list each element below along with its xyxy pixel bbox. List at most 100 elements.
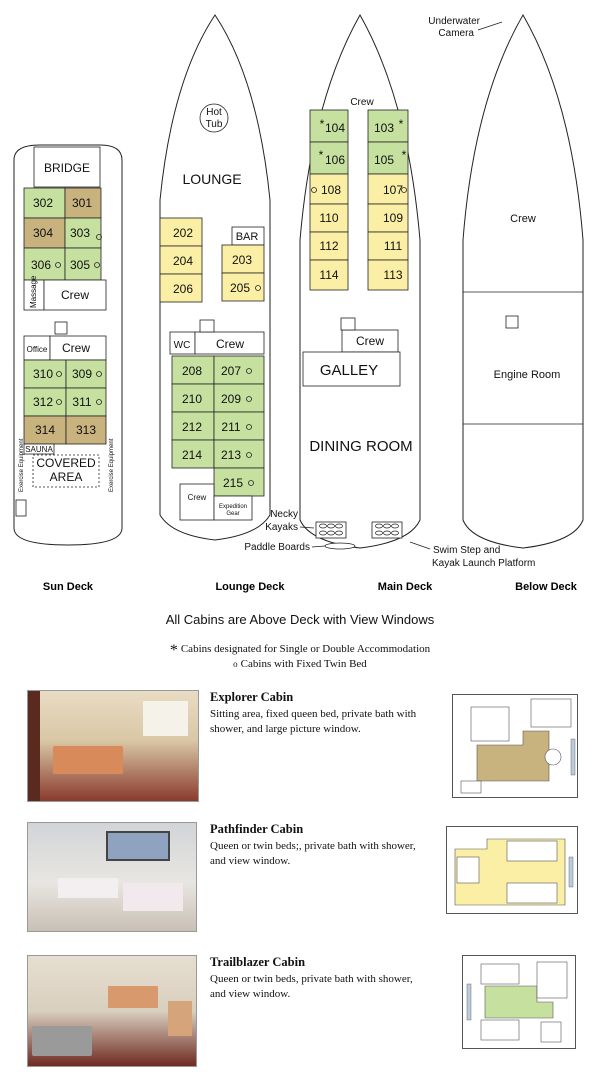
trailblazer-cabin-title: Trailblazer Cabin [210, 955, 306, 969]
explorer-cabin-title: Explorer Cabin [210, 690, 294, 704]
cabin-311: 311 [72, 395, 91, 409]
cabin-212: 212 [182, 420, 202, 434]
cabin-204: 204 [173, 254, 193, 268]
main-crew-label: Crew [356, 334, 384, 348]
expedition-gear-label-1: Expedition [219, 504, 247, 510]
cabin-304: 304 [33, 226, 53, 240]
cabin-206: 206 [173, 282, 193, 296]
legend-title: All Cabins are Above Deck with View Wind… [165, 612, 435, 627]
sun-crew-label-2: Crew [62, 341, 90, 355]
cabin-314: 314 [35, 423, 55, 437]
pathfinder-cabin-description: Queen or twin beds;, private bath with s… [210, 840, 416, 867]
massage-label: Massage [29, 275, 38, 308]
covered-area-label-2: AREA [50, 470, 83, 484]
main-deck-label: Main Deck [378, 581, 433, 593]
svg-text:*: * [402, 148, 407, 162]
cabin-215: 215 [223, 476, 243, 490]
cabin-108: 108 [321, 183, 341, 197]
covered-area-label-1: COVERED [36, 456, 96, 470]
galley-label: GALLEY [320, 362, 378, 379]
cabin-203: 203 [232, 253, 252, 267]
explorer-cabin-section: Explorer Cabin Sitting area, fixed queen… [0, 690, 600, 802]
lounge-deck-label: Lounge Deck [215, 581, 285, 593]
svg-text:*: * [399, 117, 404, 131]
cabin-208: 208 [182, 364, 202, 378]
lounge-crew-label-2: Crew [188, 493, 207, 502]
wc-label: WC [174, 340, 191, 351]
underwater-camera-label-2: Camera [438, 28, 474, 39]
engine-room-label: Engine Room [494, 369, 561, 381]
necky-kayaks-label-1: Necky [270, 509, 298, 520]
exercise-label-left: Exercise Equipment [19, 438, 25, 492]
pathfinder-cabin-photo [27, 822, 197, 932]
underwater-camera-label-1: Underwater [428, 16, 480, 27]
cabin-109: 109 [383, 211, 403, 225]
explorer-cabin-floorplan [452, 694, 578, 798]
deck-plan: BRIDGE 302 301 304 303 306 305 Crew Crew… [13, 13, 584, 593]
paddle-boards-label: Paddle Boards [244, 542, 310, 553]
cabin-306: 306 [31, 258, 51, 272]
cabin-107: 107 [383, 183, 403, 197]
below-deck-hull [462, 13, 584, 549]
explorer-cabin-description: Sitting area, fixed queen bed, private b… [210, 708, 417, 735]
cabin-213: 213 [221, 448, 241, 462]
cabin-310: 310 [33, 367, 53, 381]
cabin-302: 302 [33, 196, 53, 210]
dining-room-label: DINING ROOM [309, 438, 412, 455]
pathfinder-cabin-floorplan [446, 826, 578, 914]
lounge-deck-hull [159, 14, 271, 541]
pathfinder-cabin-title: Pathfinder Cabin [210, 822, 304, 836]
cabin-209: 209 [221, 392, 241, 406]
hot-tub-label-1: Hot [206, 107, 222, 118]
cabin-114: 114 [319, 268, 338, 282]
cabin-312: 312 [33, 395, 53, 409]
cabin-313: 313 [76, 423, 96, 437]
necky-kayaks-label-2: Kayaks [265, 522, 298, 533]
hot-tub-label-2: Tub [206, 119, 223, 130]
cabin-106: 106 [325, 153, 345, 167]
circle-icon: o [233, 659, 238, 669]
cabin-113: 113 [383, 268, 402, 282]
cabin-104: 104 [325, 121, 345, 135]
explorer-cabin-photo [27, 690, 199, 802]
swim-step-label-1: Swim Step and [433, 545, 500, 556]
cabin-211: 211 [221, 420, 240, 434]
trailblazer-cabin-photo [27, 955, 197, 1067]
svg-text:*: * [319, 148, 324, 162]
cabin-309: 309 [72, 367, 92, 381]
office-label: Office [27, 345, 48, 354]
bridge-room [33, 146, 101, 188]
hot-tub [199, 103, 229, 133]
cabin-202: 202 [173, 226, 193, 240]
legend-single-text: Cabins designated for Single or Double A… [180, 643, 431, 655]
expedition-gear-label-2: Gear [226, 511, 239, 517]
cabin-207: 207 [221, 364, 241, 378]
cabin-111: 111 [384, 239, 403, 253]
below-deck-label: Below Deck [515, 581, 578, 593]
cabin-210: 210 [182, 392, 202, 406]
cabin-103: 103 [374, 121, 394, 135]
asterisk-icon: * [169, 642, 178, 659]
lounge-crew-label: Crew [216, 337, 244, 351]
bar-label: BAR [236, 231, 259, 243]
cabin-110: 110 [319, 211, 338, 225]
sauna-label: SAUNA [25, 445, 53, 454]
below-crew-label: Crew [510, 213, 536, 225]
cabin-105: 105 [374, 153, 394, 167]
sun-deck-label: Sun Deck [43, 581, 94, 593]
cabin-305: 305 [70, 258, 90, 272]
trailblazer-cabin-floorplan [462, 955, 576, 1049]
legend-single: *Cabins designated for Single or Double … [0, 642, 600, 660]
swim-step-label-2: Kayak Launch Platform [432, 558, 535, 569]
bridge-label: BRIDGE [44, 161, 90, 175]
svg-text:*: * [320, 117, 325, 131]
sun-deck-hull [13, 144, 123, 546]
legend-twin-text: Cabins with Fixed Twin Bed [240, 658, 367, 670]
sun-crew-label: Crew [61, 288, 89, 302]
cabin-214: 214 [182, 448, 202, 462]
trailblazer-cabin-section: Trailblazer Cabin Queen or twin beds, pr… [0, 955, 600, 1070]
cabin-205: 205 [230, 281, 250, 295]
cabin-301: 301 [72, 196, 92, 210]
cabin-303: 303 [70, 226, 90, 240]
